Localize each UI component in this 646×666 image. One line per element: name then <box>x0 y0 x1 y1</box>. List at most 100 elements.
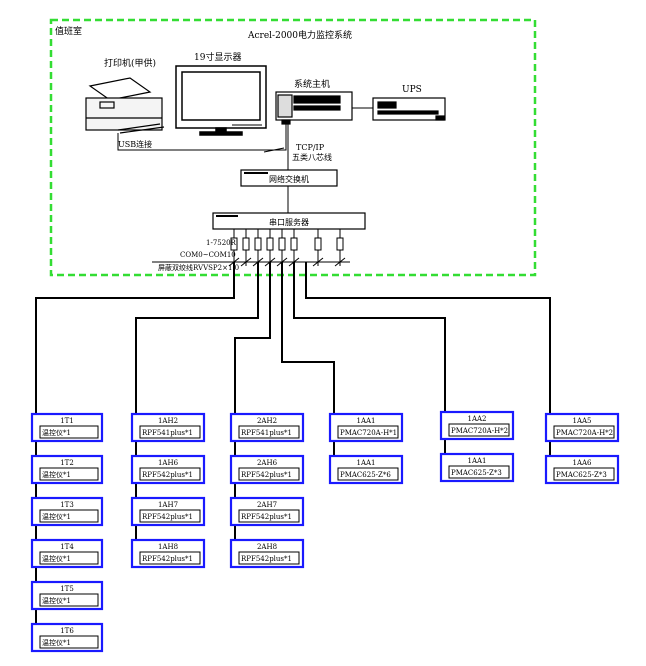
module-body-frame <box>39 593 99 607</box>
module-body: 温控仪*1 <box>42 512 71 521</box>
module-body: PMAC625-Z*3 <box>451 469 502 477</box>
printer-label: 打印机(甲供) <box>104 57 156 69</box>
device-modules: 1T1 温控仪*1 1T2 温控仪*1 1T3 温控仪*1 1T4 温控仪*1 1T5温控仪*1… <box>30 410 620 653</box>
module-title: 2AH8 <box>257 543 277 551</box>
module-body-frame <box>238 425 300 439</box>
bus-line <box>281 262 335 414</box>
converter-label: 1-7520R <box>206 239 237 247</box>
module-body: PMAC720A-H*1 <box>340 429 397 437</box>
converter-module <box>278 237 286 251</box>
module-body-frame <box>448 465 510 479</box>
bus-line <box>35 262 235 414</box>
module-body: PMAC720A-H*2 <box>451 427 508 435</box>
module-body: 温控仪*1 <box>42 428 71 437</box>
bus-lines <box>35 262 551 640</box>
module-body-frame <box>139 467 201 481</box>
module-body-frame <box>238 467 300 481</box>
usb-link <box>117 124 287 151</box>
module-title: 1AA1 <box>467 457 486 465</box>
tcpip-label: TCP/IP <box>296 143 325 152</box>
printer-icon <box>85 77 165 134</box>
module-body-frame <box>39 551 99 565</box>
module-body: RPF542plus*1 <box>241 555 292 563</box>
serial-server <box>212 212 366 230</box>
module-body: PMAC625-Z*6 <box>340 471 391 479</box>
module-title: 1T4 <box>60 543 74 551</box>
serial-server-label: 串口服务器 <box>269 217 309 227</box>
device-module: 1T4 温控仪*1 <box>30 538 104 569</box>
module-body: RPF542plus*1 <box>142 555 193 563</box>
bus-line <box>293 262 446 412</box>
converter-module <box>254 237 262 251</box>
host-icon <box>275 91 353 125</box>
device-module: 1T1 温控仪*1 <box>30 412 104 443</box>
converter-module <box>336 237 344 251</box>
module-body-frame <box>139 425 201 439</box>
module-body-frame <box>553 425 615 439</box>
converter-module <box>242 237 250 251</box>
module-title: 1T3 <box>60 501 74 509</box>
module-title: 1AH6 <box>158 459 179 467</box>
switch-label: 网络交换机 <box>269 174 309 184</box>
module-body: 温控仪*1 <box>42 638 71 647</box>
module-body-frame <box>553 467 615 481</box>
bus-line <box>234 262 271 414</box>
device-module: 1T3 温控仪*1 <box>30 496 104 527</box>
module-body: PMAC625-Z*3 <box>556 471 607 479</box>
device-module: 1T6 温控仪*1 <box>30 622 104 653</box>
module-body: RPF542plus*1 <box>241 471 292 479</box>
monitor-icon <box>175 65 267 136</box>
module-title: 1AA1 <box>356 459 375 467</box>
module-title: 1T1 <box>60 417 74 425</box>
module-body-frame <box>238 551 300 565</box>
module-body: 温控仪*1 <box>42 554 71 563</box>
ups-icon <box>372 97 446 121</box>
monitor-label: 19寸显示器 <box>194 51 241 63</box>
device-module: 1T2 温控仪*1 <box>30 454 104 485</box>
converter-module <box>314 237 322 251</box>
module-body-frame <box>39 509 99 523</box>
module-body: RPF542plus*1 <box>142 471 193 479</box>
module-body: RPF541plus*1 <box>241 429 292 437</box>
module-title: 1AH7 <box>158 501 178 509</box>
system-title: Acrel-2000电力监控系统 <box>247 29 352 41</box>
bus-label: 屏蔽双绞线RVVSP2×1.0 <box>158 263 239 272</box>
module-title: 2AH6 <box>257 459 278 467</box>
module-body-frame <box>39 467 99 481</box>
host-label: 系统主机 <box>294 78 330 90</box>
module-title: 2AH7 <box>257 501 277 509</box>
module-title: 1AH8 <box>158 543 178 551</box>
module-body-frame <box>39 635 99 649</box>
module-body: 温控仪*1 <box>42 470 71 479</box>
module-body: RPF541plus*1 <box>142 429 193 437</box>
room-label: 值班室 <box>55 25 82 37</box>
module-title: 1AA6 <box>572 459 592 467</box>
cat5-label: 五类八芯线 <box>292 152 332 162</box>
module-body-frame <box>39 425 99 439</box>
bus-line <box>135 262 259 414</box>
converter-module <box>290 237 298 251</box>
module-body-frame <box>139 509 201 523</box>
com-label: COM0~COM10 <box>180 251 236 259</box>
module-body-frame <box>448 423 510 437</box>
module-title: 1T2 <box>60 459 74 467</box>
module-title: 2AH2 <box>257 417 277 425</box>
module-body-frame <box>139 551 201 565</box>
module-body: RPF542plus*1 <box>241 513 292 521</box>
module-title: 1T6 <box>60 627 74 635</box>
module-body-frame <box>238 509 300 523</box>
module-title: 1AA1 <box>356 417 375 425</box>
